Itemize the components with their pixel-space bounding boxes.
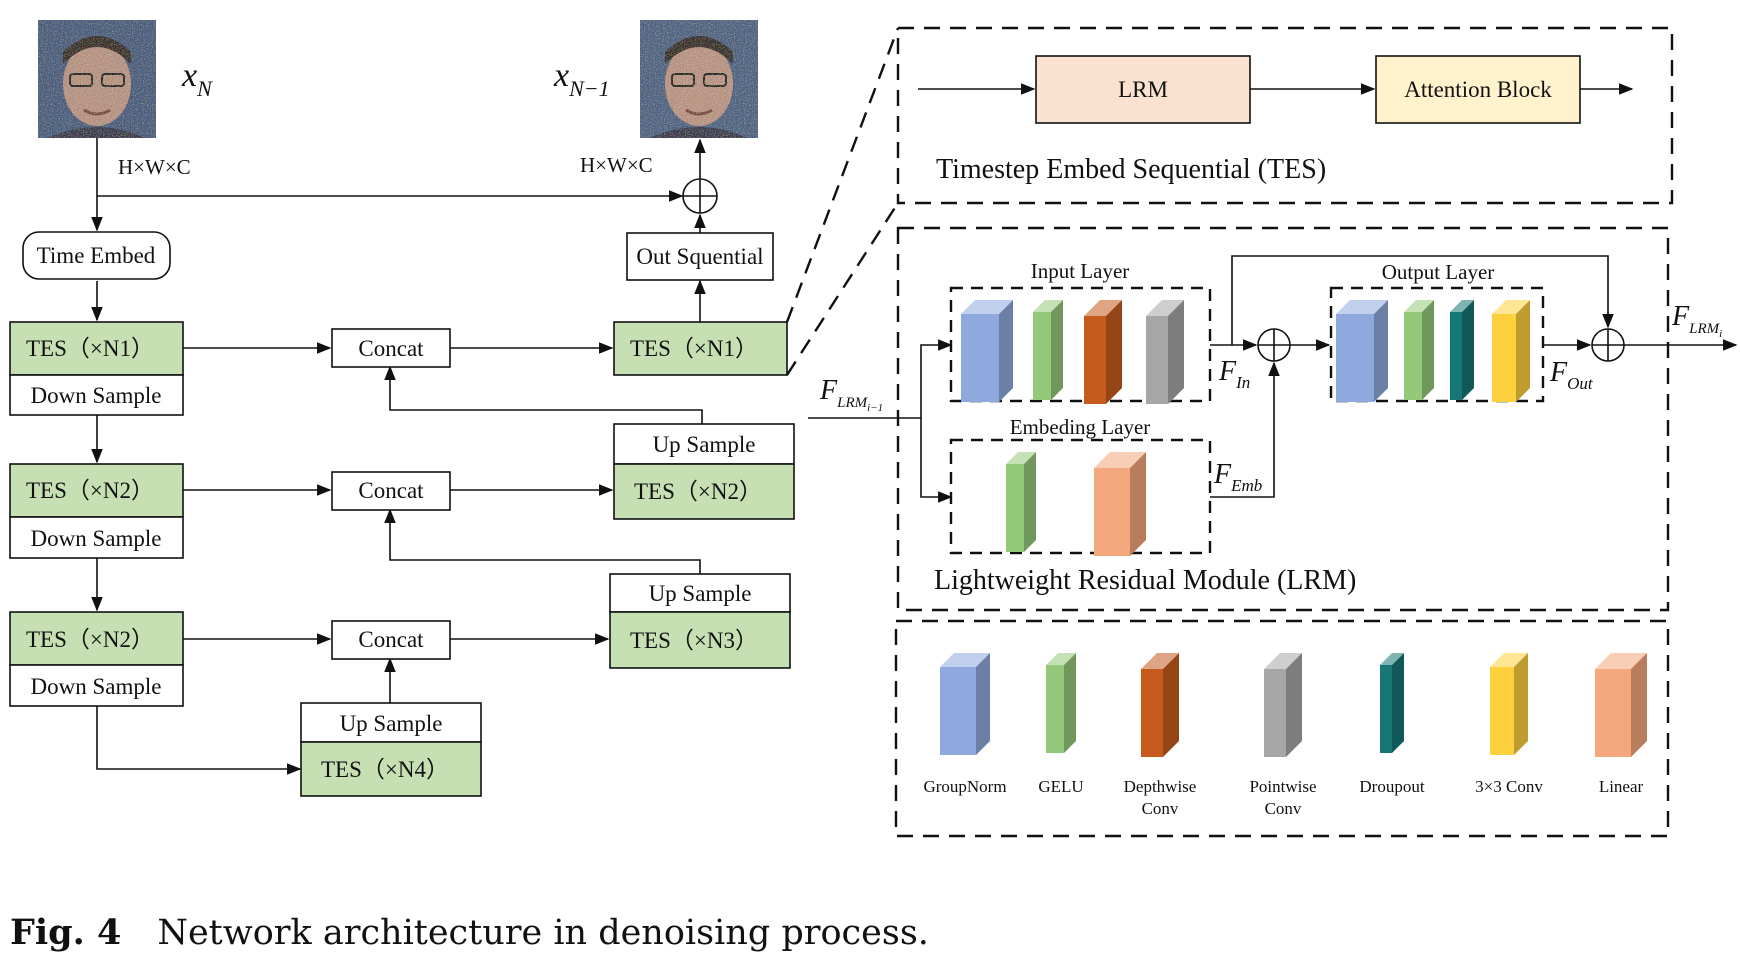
bottleneck-block: Up Sample TES（×N4） [300,702,482,797]
output-gelu-cube [1404,300,1434,400]
tes-panel: LRM Attention Block Timestep Embed Seque… [896,26,1674,205]
output-label: xN−1 [553,57,610,101]
encoder-block-2: TES（×N2） Down Sample [9,463,184,559]
encoder-down-3: Down Sample [31,674,162,699]
svg-text:Out Squential: Out Squential [636,244,763,269]
input-layer-label: Input Layer [1031,259,1130,283]
svg-text:Concat: Concat [358,336,424,361]
embedding-gelu-cube [1006,452,1036,552]
legend-label-2-0: Depthwise [1124,777,1197,796]
bottleneck-up: Up Sample [340,711,443,736]
encoder-down-1: Down Sample [31,383,162,408]
input-image [38,20,156,138]
encoder-tes-3: TES（×N2） [26,627,154,652]
output-conv3x3-cube [1492,300,1530,402]
figure-caption: Fig. 4 Network architecture in denoising … [10,912,929,953]
output-image [640,20,758,138]
encoder-down-2: Down Sample [31,526,162,551]
dims-out-label: H×W×C [580,153,653,177]
legend-label-6-0: Linear [1599,777,1644,796]
lrm-box-label: LRM [1118,77,1168,102]
decoder-block-2: Up Sample TES（×N3） [609,573,791,669]
legend-cube-3-3-conv [1490,653,1528,755]
f-emb-label: FEmb [1213,459,1262,495]
embedding-layer-group [949,438,1212,555]
input-sub: N [196,76,213,101]
f-lrm-prev-label: FLRMi−1 [819,375,883,414]
dims-in-label: H×W×C [118,155,191,179]
input-groupnorm-cube [961,300,1013,402]
output-layer-label: Output Layer [1382,260,1495,284]
decoder-up-1: Up Sample [653,432,756,457]
tes-panel-title: Timestep Embed Sequential (TES) [936,154,1326,185]
caption-figure-number: Fig. 4 [10,912,122,953]
decoder-tes-top: TES（×N1） [613,321,788,376]
decoder-tes-2: TES（×N3） [630,628,758,653]
svg-text:Time Embed: Time Embed [37,243,156,268]
f-out-label: FOut [1549,357,1594,393]
input-depthwise-cube [1084,300,1122,404]
output-sub: N−1 [568,76,610,101]
bottleneck-tes: TES（×N4） [321,757,449,782]
time-embed-box: Time Embed [22,231,171,280]
lrm-panel: Input Layer Output Layer Embeding Layer … [808,226,1738,612]
legend-cube-droupout [1380,653,1404,753]
legend-label-0-0: GroupNorm [923,777,1006,796]
lrm-box [1035,55,1251,124]
legend-label-3-0: Pointwise [1249,777,1316,796]
input-gelu-cube [1033,300,1063,400]
legend-cube-depthwise-conv [1141,653,1179,757]
concat-box-3: Concat [331,620,451,660]
legend-cube-groupnorm [940,653,990,755]
svg-text:Concat: Concat [358,478,424,503]
legend-cube-gelu [1046,653,1076,753]
decoder-block-1: Up Sample TES（×N2） [613,423,795,520]
decoder-up-2: Up Sample [649,581,752,606]
concat-box-1: Concat [331,328,451,368]
legend-label-2-1: Conv [1142,799,1179,818]
legend-label-3-1: Conv [1265,799,1302,818]
legend-cube-pointwise-conv [1264,653,1302,757]
encoder-tes-2: TES（×N2） [26,478,154,503]
caption-text: Network architecture in denoising proces… [157,913,929,953]
f-lrm-label: FLRMi [1671,301,1722,340]
concat-box-2: Concat [331,471,451,511]
attention-box-label: Attention Block [1404,77,1552,102]
unet [91,138,718,775]
encoder-block-3: TES（×N2） Down Sample [9,611,184,707]
input-pointwise-cube [1146,300,1184,404]
output-groupnorm-cube [1336,300,1388,402]
encoder-block-1: TES（×N1） Down Sample [9,321,184,416]
legend-cube-linear [1595,653,1647,757]
embedding-layer-label: Embeding Layer [1010,415,1151,439]
decoder-tes-1: TES（×N2） [634,479,762,504]
embedding-linear-cube [1094,452,1146,556]
f-in-label: FIn [1218,356,1250,392]
out-sequential-box: Out Squential [626,232,774,281]
legend-label-4-0: Droupout [1359,777,1424,796]
legend-label-5-0: 3×3 Conv [1475,777,1543,796]
legend-label-1-0: GELU [1038,777,1083,796]
svg-text:TES（×N1）: TES（×N1） [630,336,758,361]
zoom-connector [785,27,900,376]
output-dropout-cube [1450,300,1474,400]
input-label: xN [181,57,213,101]
svg-text:Concat: Concat [358,627,424,652]
encoder-tes-1: TES（×N1） [26,336,154,361]
lrm-panel-title: Lightweight Residual Module (LRM) [934,565,1356,596]
